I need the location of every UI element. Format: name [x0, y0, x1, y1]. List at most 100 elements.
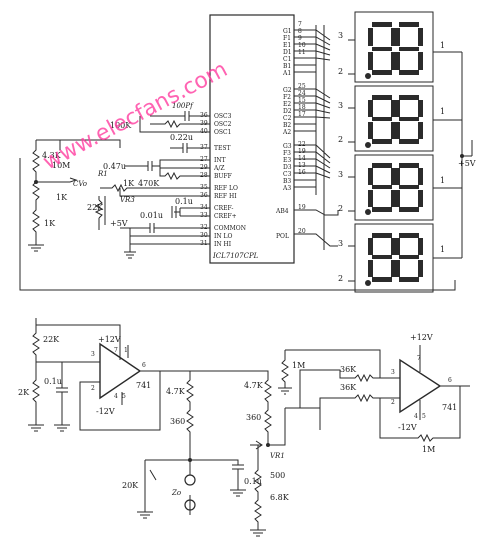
seg-label: D1 [283, 49, 292, 56]
zo-label: Zo [171, 489, 181, 497]
pin-label-cref-minus: CREF- [214, 205, 233, 212]
op2-p4: 4 [414, 413, 418, 420]
test-cap [170, 143, 196, 153]
seg-label: A1 [282, 70, 291, 77]
seg-label: G2 [283, 87, 292, 94]
display-2-pin-top: 3 [338, 101, 343, 110]
seg-label: E1 [283, 42, 291, 49]
r-osc-label: 100K [110, 121, 132, 130]
ic-right-pin-numbers: 7 8 9 10 11 25 24 15 18 17 22 19 14 13 1… [298, 21, 306, 235]
pin-label-osc2: OSC2 [214, 121, 232, 128]
seg-label: A3 [282, 185, 291, 192]
r36k-a-label: 36K [340, 365, 357, 374]
r360-a-label: 360 [170, 417, 185, 426]
c-common-label: 0.01u [140, 211, 163, 220]
seg-label: E3 [283, 157, 291, 164]
pin-num: 10 [298, 42, 306, 49]
op-amp-1-wiring [28, 318, 161, 432]
seg-label: C1 [283, 56, 291, 63]
vr1-arrow [250, 440, 263, 450]
supply-label: +5V [458, 159, 476, 168]
ic-name: ICL7107CPL [212, 252, 259, 260]
pin-num: 25 [298, 83, 306, 90]
display-2 [354, 85, 434, 152]
pin-label-inhi: IN HI [214, 241, 232, 248]
display-2-pin-bottom: 2 [338, 135, 343, 144]
pin-num: 18 [298, 104, 306, 111]
pin-label-osc1: OSC1 [214, 129, 231, 136]
cref-cap [171, 206, 196, 218]
ic-right-labels: G1 F1 E1 D1 C1 B1 A1 G2 F2 E2 D2 C2 B2 A… [275, 28, 292, 240]
seg-label: C3 [283, 171, 292, 178]
display-4-pin-right: 1 [440, 245, 445, 254]
r1m-b-label: 1M [422, 445, 435, 454]
op2-p6: 6 [448, 377, 452, 384]
r1-label: R1 [97, 170, 108, 178]
display-4-pin-bottom: 2 [338, 274, 343, 283]
op1-p3: 3 [91, 351, 95, 358]
display-3-pin-right: 1 [440, 176, 445, 185]
seg-label: F2 [283, 94, 291, 101]
bus-verticals [315, 25, 325, 250]
display-3 [354, 154, 434, 221]
r360-b-label: 360 [246, 413, 261, 422]
pol-label: POL [276, 233, 289, 240]
seg-label: E2 [283, 101, 291, 108]
pol-pin: 20 [298, 228, 306, 235]
cvo-label: CVo [73, 180, 87, 188]
pin-label-az: A/Z [213, 165, 225, 172]
r43k-label: 4.3K [42, 151, 62, 160]
op1-p7: 7 [114, 347, 118, 354]
junction-dot [266, 443, 270, 447]
r47k-b-label: 4.7K [244, 381, 264, 390]
op1-p1: 1 [124, 347, 128, 354]
op2-label: 741 [442, 403, 457, 412]
display-1 [354, 11, 434, 83]
r500-label: 500 [270, 471, 285, 480]
op-amp-2 [399, 358, 442, 414]
display-4-pin-top: 3 [338, 239, 343, 248]
pin-num: 9 [298, 35, 302, 42]
display-3-pin-top: 3 [338, 170, 343, 179]
op2-vpos: +12V [410, 333, 433, 342]
op2-p5: 5 [422, 413, 426, 420]
seg-label: G3 [283, 143, 292, 150]
vr3-label: VR3 [120, 196, 135, 204]
r22k-lower-label: 22K [43, 335, 60, 344]
pin-label-buff: BUFF [214, 173, 232, 180]
seg-label: C2 [283, 115, 292, 122]
r47k-a-label: 4.7K [166, 387, 186, 396]
r1m-a-label: 1M [292, 361, 305, 370]
pin-label-inlo: IN LO [214, 233, 233, 240]
display-1-pin-bottom: 2 [338, 67, 343, 76]
seg-label: D3 [283, 164, 292, 171]
pin-label-reflo: REF LO [214, 185, 238, 192]
osc-components [139, 111, 196, 133]
r20k-label: 20K [122, 481, 139, 490]
ab4-label: AB4 [275, 208, 289, 215]
op2-p3: 3 [391, 369, 395, 376]
seg-label: B1 [283, 63, 291, 70]
pin-label-refhi: REF HI [214, 193, 237, 200]
pin-num: 24 [298, 90, 306, 97]
seg-label: A2 [282, 129, 291, 136]
pin-label-osc3: OSC3 [214, 113, 232, 120]
pin-num: 7 [298, 21, 302, 28]
junction-dot [460, 154, 464, 158]
pin-num: 15 [298, 97, 306, 104]
c01u-b-label: 0.1u [244, 477, 262, 486]
plus5v-label: +5V [110, 219, 128, 228]
r1k-b-label: 1K [44, 219, 56, 228]
r68k-label: 6.8K [270, 493, 290, 502]
pin-label-common: COMMON [214, 225, 246, 232]
bridge-network [137, 370, 286, 537]
junction-dot [188, 458, 192, 462]
pin-label-int: INT [214, 157, 226, 164]
ab4-pin: 19 [298, 204, 306, 211]
pin-num: 8 [298, 28, 302, 35]
c-osc-label: 100Pf [172, 102, 194, 110]
seg-label: G1 [283, 28, 292, 35]
pin-label-test: TEST [214, 145, 231, 152]
reference-network [94, 183, 196, 230]
